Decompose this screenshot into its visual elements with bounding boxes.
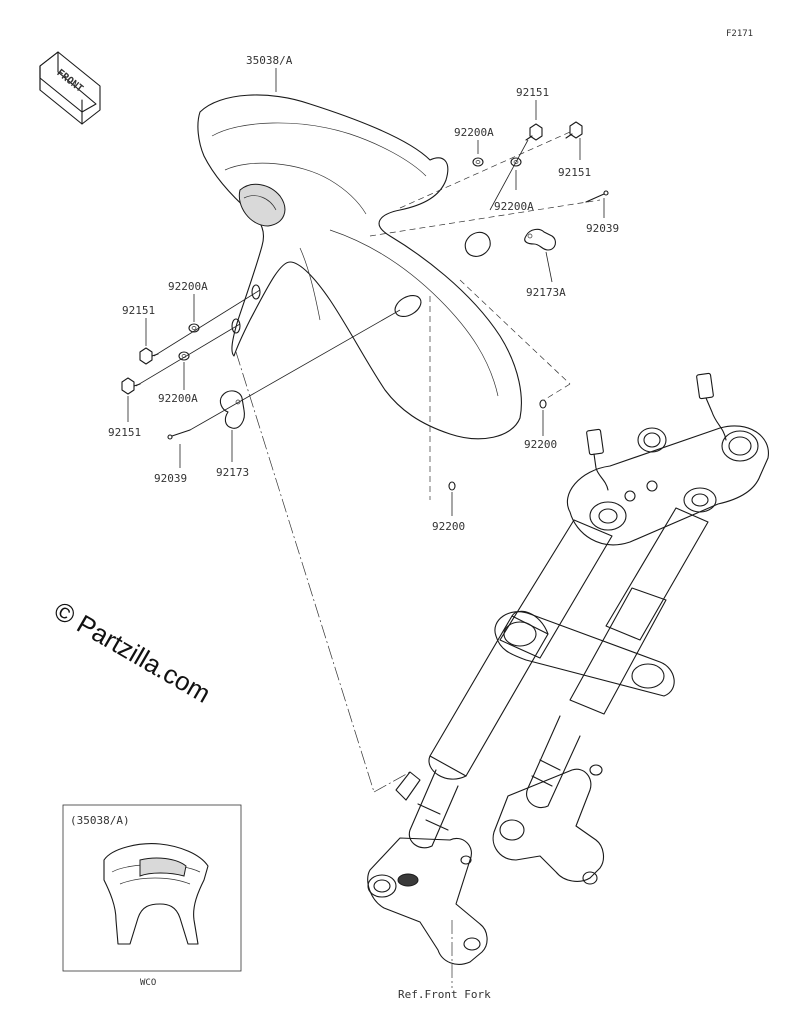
part-label-92200A: 92200A <box>158 392 198 405</box>
part-label-92151: 92151 <box>108 426 141 439</box>
clamp-icon <box>524 228 557 251</box>
part-label-92173: 92173 <box>216 466 249 479</box>
bolt-icon <box>525 123 543 141</box>
washer-icon <box>178 351 190 361</box>
clip-icon <box>167 429 191 440</box>
part-label-92151: 92151 <box>122 304 155 317</box>
part-label-92200A: 92200A <box>168 280 208 293</box>
part-label-35038A: 35038/A <box>246 54 293 67</box>
front-arrow-icon: FRONT <box>39 51 101 125</box>
part-label-92200: 92200 <box>524 438 557 451</box>
washer-icon <box>510 157 522 167</box>
clamp-icon <box>219 390 245 429</box>
part-label-92039: 92039 <box>154 472 187 485</box>
part-label-92151: 92151 <box>558 166 591 179</box>
inset-title: (35038/A) <box>70 814 130 827</box>
figure-code: F2171 <box>726 29 753 39</box>
fork-reference-label: Ref.Front Fork <box>398 988 491 1001</box>
part-label-92039: 92039 <box>586 222 619 235</box>
part-label-92200: 92200 <box>432 520 465 533</box>
grommet-icon <box>539 399 547 409</box>
part-label-92200A: 92200A <box>494 200 534 213</box>
clip-icon <box>585 190 609 203</box>
grommet-icon <box>448 481 456 491</box>
part-label-92151: 92151 <box>516 86 549 99</box>
part-label-92200A: 92200A <box>454 126 494 139</box>
front-badge: FRONT <box>54 68 84 95</box>
bolt-icon <box>565 121 583 139</box>
front-fork-assembly <box>367 372 769 965</box>
front-fender <box>197 94 522 440</box>
watermark: © Partzilla.com <box>49 595 216 709</box>
bolt-icon <box>121 377 141 395</box>
bolt-icon <box>139 347 159 365</box>
inset-caption: WCO <box>140 978 156 988</box>
variant-inset: (35038/A) <box>62 804 242 972</box>
part-label-92173A: 92173A <box>526 286 566 299</box>
washer-icon <box>472 157 484 167</box>
